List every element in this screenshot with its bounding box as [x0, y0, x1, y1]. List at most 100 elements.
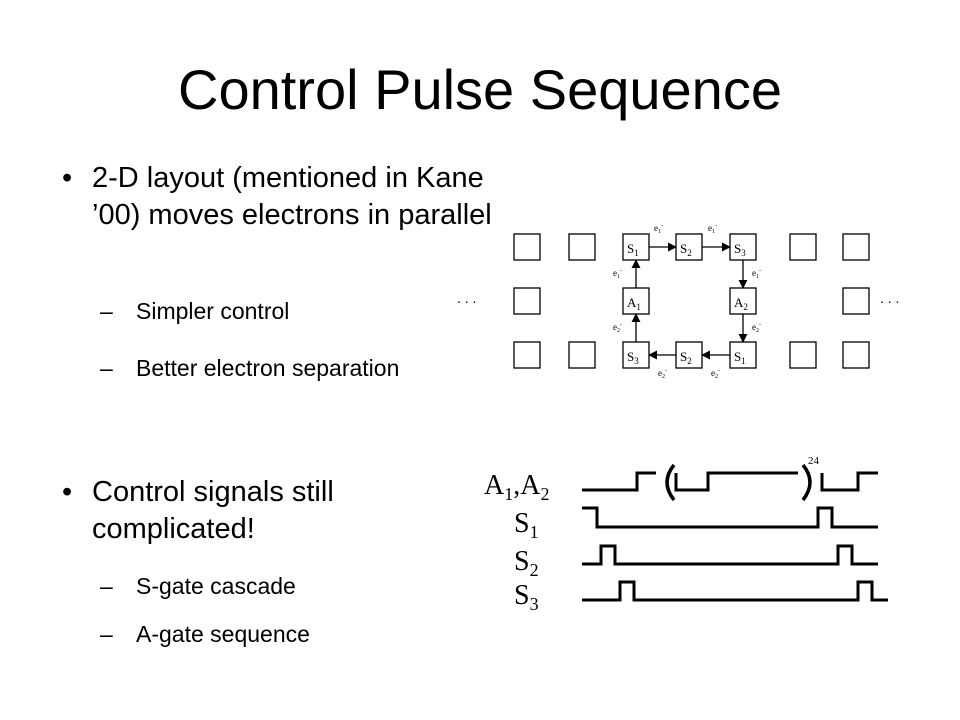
svg-text:e2-: e2-	[658, 368, 667, 380]
layout-cell	[513, 287, 541, 315]
svg-text:e1-: e1-	[654, 223, 663, 235]
svg-text:A1,A2: A1,A2	[484, 470, 549, 504]
layout-cell	[789, 233, 817, 261]
sub-bullet-dash: –	[100, 621, 113, 647]
cell-label-sub: 1	[636, 302, 641, 312]
arrow-label-sup: -	[620, 268, 622, 274]
cell-label-sub: 2	[687, 356, 692, 366]
cell-label: A	[627, 295, 637, 310]
cell-label: S	[680, 349, 687, 364]
arrow-label: e	[658, 368, 662, 378]
layout-cell	[513, 341, 541, 369]
bullet-dot: •	[62, 476, 73, 508]
svg-text:S2: S2	[514, 546, 539, 580]
waveform-s2	[582, 544, 878, 566]
slide-title: Control Pulse Sequence	[178, 58, 782, 121]
signal-label-sub: 2	[530, 560, 539, 580]
signal-label-s3: S	[514, 580, 530, 611]
svg-text:S3: S3	[734, 241, 746, 258]
arrow-label-sub: 1	[617, 274, 620, 280]
bullet-text: 2-D layout (mentioned in Kane ’00) moves…	[92, 162, 492, 231]
cell-label-sub: 3	[634, 356, 639, 366]
waveform-a1-a2	[582, 471, 878, 492]
cell-label: S	[734, 349, 741, 364]
signal-label-sub: 1	[504, 484, 513, 504]
signal-label-separator: ,	[513, 470, 520, 501]
repeat-count: 24	[808, 455, 820, 467]
arrow-label-sub: 2	[662, 374, 665, 380]
layout-cell	[842, 233, 870, 261]
arrow-label-sup: -	[759, 268, 761, 274]
arrow-label: e	[613, 268, 617, 278]
layout-cell	[842, 287, 870, 315]
svg-text:S2: S2	[680, 241, 692, 258]
svg-text:e2-: e2-	[711, 368, 720, 380]
arrow-label: e	[711, 368, 715, 378]
cell-label: S	[680, 241, 687, 256]
sub-bullet-text: Better electron separation	[136, 355, 400, 381]
bullet-dot: •	[62, 162, 73, 194]
svg-text:S1: S1	[734, 349, 746, 366]
cell-label-sub: 1	[741, 356, 746, 366]
arrow-label-sub: 2	[756, 328, 759, 334]
layout-cell-labels: S1 S2 S3 A1 A2 S3 S2 S1	[627, 241, 748, 366]
cell-label-sub: 2	[743, 302, 748, 312]
sub-bullet-text: S-gate cascade	[136, 573, 296, 599]
svg-text:S1: S1	[514, 508, 539, 542]
sub-bullet-dash: –	[100, 298, 113, 324]
ellipsis-right: . . .	[880, 290, 899, 306]
sub-bullet-dash: –	[100, 355, 113, 381]
arrow-label-sup: -	[715, 223, 717, 229]
arrow-label-sup: -	[665, 368, 667, 374]
repeat-bracket-left-icon	[665, 463, 676, 502]
cell-label: S	[627, 241, 634, 256]
signal-waveforms	[582, 463, 888, 602]
arrow-label-sup: -	[759, 322, 761, 328]
sub-bullet-text: A-gate sequence	[136, 621, 310, 647]
signal-label-s1: S	[514, 508, 530, 539]
layout-cell	[568, 233, 596, 261]
cell-label: S	[627, 349, 634, 364]
sub-bullet-dash: –	[100, 573, 113, 599]
cell-label-sub: 1	[634, 248, 639, 258]
arrow-label-sub: 1	[712, 229, 715, 235]
arrow-label: e	[752, 268, 756, 278]
arrow-label: e	[613, 322, 617, 332]
waveform-s3	[582, 580, 888, 602]
svg-text:S1: S1	[627, 241, 639, 258]
svg-text:A1: A1	[627, 295, 641, 312]
svg-text:e1-: e1-	[708, 223, 717, 235]
svg-text:S2: S2	[680, 349, 692, 366]
signal-label-sub: 1	[530, 522, 539, 542]
signal-label-s2: S	[514, 546, 530, 577]
svg-text:e2-: e2-	[752, 322, 761, 334]
svg-text:e1-: e1-	[752, 268, 761, 280]
signal-label-sub: 3	[530, 594, 539, 614]
cell-label: A	[734, 295, 744, 310]
arrow-label: e	[708, 223, 712, 233]
arrow-label-sub: 2	[617, 328, 620, 334]
arrow-label-sup: -	[718, 368, 720, 374]
arrow-label: e	[752, 322, 756, 332]
svg-text:S3: S3	[627, 349, 639, 366]
repeat-bracket-right-icon	[801, 463, 812, 502]
ellipsis-left: . . .	[457, 290, 476, 306]
layout-cell	[842, 341, 870, 369]
svg-text:e2-: e2-	[613, 322, 622, 334]
waveform-s1	[582, 506, 878, 529]
signal-label-sub: 2	[540, 484, 549, 504]
cell-label-sub: 3	[741, 248, 746, 258]
cell-label: S	[734, 241, 741, 256]
arrow-label: e	[654, 223, 658, 233]
bullet-text: Control signals still complicated!	[92, 476, 334, 545]
layout-cell	[789, 341, 817, 369]
arrow-label-sub: 1	[756, 274, 759, 280]
sub-bullet-text: Simpler control	[136, 298, 290, 324]
layout-cell	[568, 341, 596, 369]
signal-label-a2: A	[520, 470, 541, 501]
svg-text:S3: S3	[514, 580, 539, 614]
layout-cell	[513, 233, 541, 261]
arrow-label-sub: 1	[658, 229, 661, 235]
signal-label-a1: A	[484, 470, 505, 501]
